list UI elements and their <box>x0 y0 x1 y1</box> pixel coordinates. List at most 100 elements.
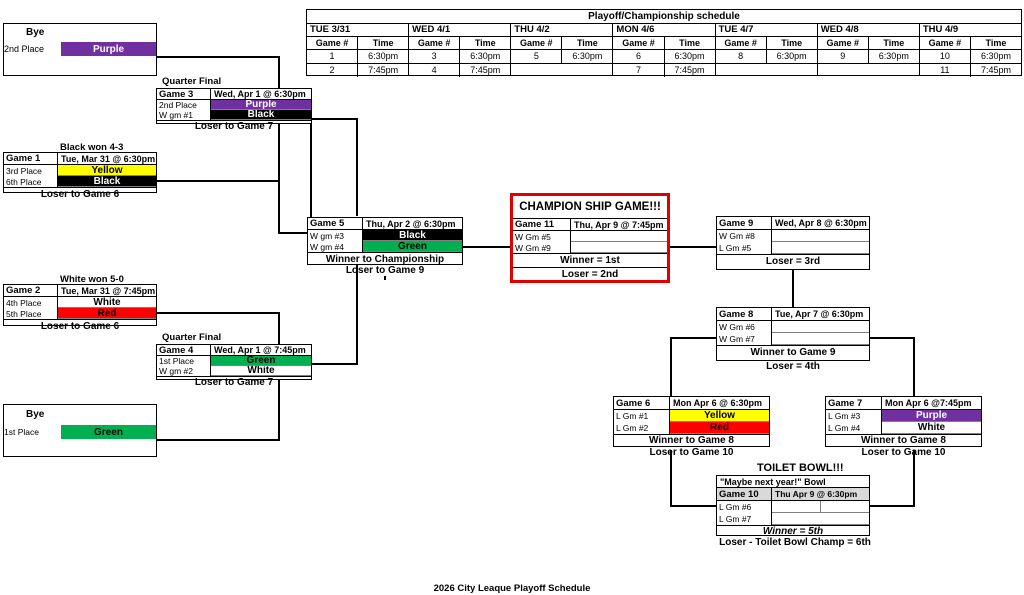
col-header-time: Time <box>679 38 700 48</box>
connector-line <box>278 124 280 234</box>
cell-game: 9 <box>818 50 869 63</box>
cell-game: 10 <box>920 50 971 63</box>
game11-seed-top: W Gm #5 <box>513 231 571 242</box>
schedule-row: 7 7:45pm <box>613 64 714 77</box>
game11-name: Game 11 <box>513 219 571 231</box>
game1-datetime: Tue, Mar 31 @ 6:30pm <box>58 153 156 165</box>
cell-time: 6:30pm <box>980 51 1011 61</box>
schedule-row <box>511 64 612 76</box>
game9-datetime: Wed, Apr 8 @ 6:30pm <box>772 217 869 230</box>
connector-line <box>356 118 358 216</box>
game5-name: Game 5 <box>308 218 363 230</box>
col-header-game: Game # <box>511 37 563 49</box>
game6-box: Game 6 Mon Apr 6 @ 6:30pm L Gm #1 Yellow… <box>613 396 770 447</box>
game2-caption: White won 5-0 <box>60 274 124 285</box>
game6-seed-bottom: L Gm #2 <box>614 422 670 434</box>
game5-footer: Winner to Championship <box>308 252 462 265</box>
cell-time: 6:30pm <box>776 51 807 61</box>
championship-box: CHAMPION SHIP GAME!!! Game 11 Thu, Apr 9… <box>510 193 670 283</box>
toilet-bowl-title: TOILET BOWL!!! <box>757 462 844 474</box>
game9-team-top <box>772 230 869 242</box>
cell-game <box>818 64 869 76</box>
schedule-row: 10 6:30pm <box>919 50 1021 64</box>
col-header-game: Game # <box>409 37 461 49</box>
game6-footer: Winner to Game 8 <box>614 434 769 446</box>
game4-team-bottom: White <box>211 366 311 376</box>
page-title: 2026 City Leaque Playoff Schedule <box>433 583 591 594</box>
game10-footer: Winner = 5th <box>717 525 869 537</box>
game10-team-top-a <box>772 501 821 513</box>
schedule-row: 1 6:30pm <box>307 50 409 64</box>
game2-footer: Loser to Game 6 <box>4 319 156 332</box>
cell-game <box>716 64 767 76</box>
game3-seed-top: 2nd Place <box>157 100 211 110</box>
game1-seed-top: 3rd Place <box>4 165 58 176</box>
game1-seed-bottom: 6th Place <box>4 176 58 187</box>
cell-time <box>767 64 817 76</box>
game8-name: Game 8 <box>717 308 772 321</box>
cell-game: 7 <box>613 64 665 77</box>
cell-time: 7:45pm <box>470 65 501 75</box>
connector-line <box>913 337 915 407</box>
game8-seed-top: W Gm #6 <box>717 321 772 333</box>
game8-team-bottom <box>772 333 869 345</box>
schedule-day-column: WED 4/8 Game # Time 9 6:30pm <box>817 24 920 76</box>
game3-name: Game 3 <box>157 89 211 100</box>
game8-datetime: Tue, Apr 7 @ 6:30pm <box>772 308 869 321</box>
day-name: TUE 3/31 <box>307 24 409 37</box>
game6-below-note: Loser to Game 10 <box>649 447 734 458</box>
connector-line <box>669 246 717 248</box>
game5-seed-bottom: W gm #4 <box>308 241 363 252</box>
game10-name: Game 10 <box>717 488 772 501</box>
col-header-time: Time <box>883 38 905 48</box>
game6-datetime: Mon Apr 6 @ 6:30pm <box>670 397 769 410</box>
schedule-day-column: THU 4/9 Game # Time 10 6:30pm 11 7:45pm <box>919 24 1021 77</box>
cell-game <box>511 64 562 76</box>
game5-seed-top: W gm #3 <box>308 230 363 241</box>
game6-team-bottom: Red <box>670 422 769 434</box>
connector-line <box>463 246 511 248</box>
game8-footer: Winner to Game 9 <box>717 345 869 359</box>
game7-footer: Winner to Game 8 <box>826 434 981 446</box>
col-header-game: Game # <box>920 37 971 49</box>
connector-line <box>157 180 280 182</box>
game7-datetime: Mon Apr 6 @7:45pm <box>882 397 981 410</box>
cell-game: 8 <box>716 50 767 63</box>
game9-seed-bottom: L Gm #5 <box>717 242 772 254</box>
connector-line <box>356 262 358 365</box>
game3-footer: Loser to Game 7 <box>157 120 311 131</box>
game9-footer: Loser = 3rd <box>717 254 869 268</box>
game8-team-top <box>772 321 869 333</box>
bye-box-top: Bye 2nd Place Purple <box>3 23 157 76</box>
schedule-row <box>716 64 817 76</box>
col-header-time: Time <box>781 38 803 48</box>
cell-time: 7:45pm <box>674 65 705 75</box>
connector-line <box>310 118 358 120</box>
game9-box: Game 9 Wed, Apr 8 @ 6:30pm W Gm #8 L Gm … <box>716 216 870 270</box>
game3-box: Game 3 Wed, Apr 1 @ 6:30pm 2nd Place Pur… <box>156 88 312 131</box>
day-col-headers: Game # Time <box>613 37 715 50</box>
toilet-bowl-below-note: Loser - Toilet Bowl Champ = 6th <box>719 537 871 548</box>
col-header-game: Game # <box>307 37 359 49</box>
game2-seed-top: 4th Place <box>4 297 58 308</box>
day-col-headers: Game # Time <box>715 37 817 50</box>
schedule-day-column: WED 4/1 Game # Time 3 6:30pm 4 7:45pm <box>409 24 512 77</box>
col-header-time: Time <box>576 38 598 48</box>
game1-caption: Black won 4-3 <box>60 142 124 153</box>
championship-title: CHAMPION SHIP GAME!!! <box>513 196 667 219</box>
game2-team-bottom: Red <box>58 308 156 319</box>
cell-time: 7:45pm <box>980 65 1011 75</box>
cell-game: 6 <box>613 50 665 63</box>
schedule-row: 3 6:30pm <box>409 50 511 64</box>
toilet-bowl-subtitle: "Maybe next year!" Bowl <box>717 476 869 488</box>
game4-datetime: Wed, Apr 1 @ 7:45pm <box>211 345 311 356</box>
game4-box: Game 4 Wed, Apr 1 @ 7:45pm 1st Place Gre… <box>156 344 312 387</box>
game7-team-bottom: White <box>882 422 981 434</box>
game10-seed-top: L Gm #6 <box>717 501 772 513</box>
connector-line <box>670 337 717 339</box>
cell-time: 6:30pm <box>878 51 909 61</box>
game3-team-bottom: Black <box>211 110 311 120</box>
cell-time <box>562 64 612 76</box>
game8-below-note: Loser = 4th <box>766 361 820 372</box>
